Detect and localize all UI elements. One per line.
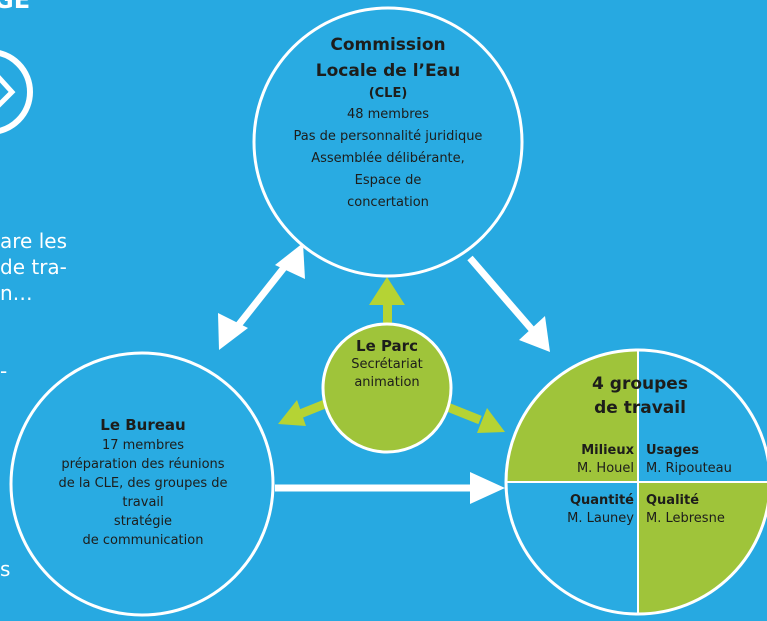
quadrant-name: Usages	[646, 443, 699, 458]
arrow-cle-bureau	[218, 243, 305, 350]
groups-title-line2: de travail	[594, 398, 686, 418]
bureau-line: stratégie	[113, 514, 173, 529]
cle-subtitle: (CLE)	[368, 86, 408, 101]
cle-line: Assemblée délibérante,	[311, 151, 465, 166]
arrow-cle-groups	[467, 255, 550, 352]
cle-line: Espace de	[354, 173, 422, 188]
parc-line: animation	[354, 375, 420, 390]
bureau-line: 17 membres	[101, 438, 185, 453]
bureau-circle	[9, 351, 275, 617]
cle-circle	[252, 6, 524, 278]
parc-circle	[321, 322, 453, 454]
groups-title-line1: 4 groupes	[592, 374, 688, 394]
side-text-line: n…	[0, 281, 33, 305]
arrow-parc-groups	[438, 399, 505, 433]
parc-title: Le Parc	[356, 337, 418, 355]
groups-title-block: 4 groupes de travail	[555, 372, 725, 420]
cle-line: concertation	[347, 195, 429, 210]
bureau-line: travail	[122, 495, 164, 510]
side-text-line: are les	[0, 229, 67, 253]
arrow-parc-cle	[369, 277, 405, 332]
parc-text-block: Le Parc Secrétariat animation	[327, 336, 447, 392]
cle-title-line2: Locale de l’Eau	[315, 61, 461, 81]
quadrant-person: M. Houel	[576, 461, 634, 476]
bureau-title: Le Bureau	[100, 416, 186, 434]
quadrant-name: Qualité	[646, 493, 700, 508]
bureau-line: préparation des réunions	[61, 457, 225, 472]
cle-text-block: Commission Locale de l’Eau (CLE) 48 memb…	[258, 32, 518, 214]
quadrant-person: M. Launey	[567, 511, 634, 526]
quadrant-name: Milieux	[581, 443, 634, 458]
quadrant-person: M. Ripouteau	[646, 461, 732, 476]
cle-line: Pas de personnalité juridique	[293, 129, 483, 144]
cle-line: 48 membres	[346, 107, 430, 122]
quadrant-usages-label: Usages M. Ripouteau	[646, 442, 764, 478]
bureau-text-block: Le Bureau 17 membres préparation des réu…	[12, 414, 274, 550]
quadrant-milieux-label: Milieux M. Houel	[516, 442, 634, 478]
cut-off-title: GE	[0, 0, 31, 14]
quadrant-quantite-label: Quantité M. Launey	[516, 492, 634, 528]
bureau-line: de la CLE, des groupes de	[58, 476, 228, 491]
side-text-line: de tra-	[0, 255, 67, 279]
quadrant-qualite-label: Qualité M. Lebresne	[646, 492, 764, 528]
logo-mark-icon	[0, 75, 16, 108]
quadrant-person: M. Lebresne	[646, 511, 725, 526]
arrow-bureau-groups	[275, 472, 505, 504]
cle-title-line1: Commission	[330, 35, 446, 55]
bureau-line: de communication	[82, 533, 204, 548]
quadrant-name: Quantité	[569, 493, 634, 508]
groups-circle-outline	[504, 348, 767, 616]
logo-circle-icon	[0, 50, 33, 134]
parc-line: Secrétariat	[351, 357, 423, 372]
side-text-line: s	[0, 557, 11, 581]
side-text-line: -	[0, 359, 8, 383]
